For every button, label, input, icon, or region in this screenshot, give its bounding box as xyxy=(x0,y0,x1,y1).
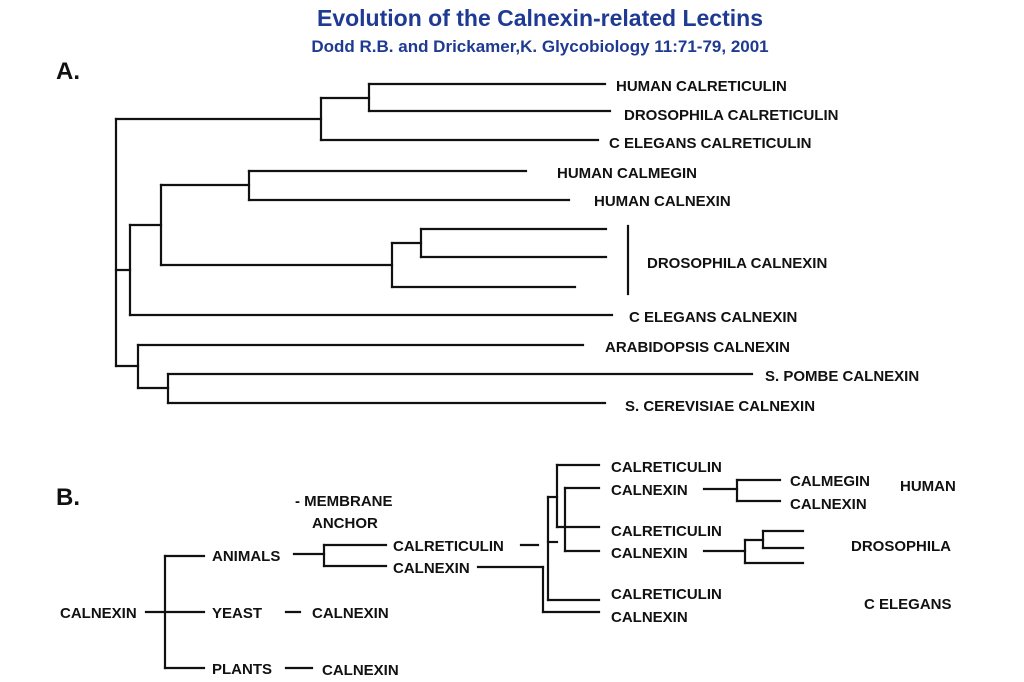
panel-b-tree xyxy=(144,463,805,670)
slide-title: Evolution of the Calnexin-related Lectin… xyxy=(316,5,763,31)
b-yeast-calnexin: CALNEXIN xyxy=(312,605,389,622)
b-plants: PLANTS xyxy=(212,661,272,678)
leaf-drosophila-calreticulin: DROSOPHILA CALRETICULIN xyxy=(624,107,838,124)
title-block: Evolution of the Calnexin-related Lectin… xyxy=(0,4,1024,58)
b-root-calnexin: CALNEXIN xyxy=(60,605,137,622)
b-drosophila-calnexin: CALNEXIN xyxy=(611,545,688,562)
leaf-s-cerevisiae-calnexin: S. CEREVISIAE CALNEXIN xyxy=(625,398,815,415)
b-group-drosophila: DROSOPHILA xyxy=(851,538,951,555)
b-yeast: YEAST xyxy=(212,605,262,622)
b-c-elegans-calnexin: CALNEXIN xyxy=(611,609,688,626)
leaf-drosophila-calnexin: DROSOPHILA CALNEXIN xyxy=(647,255,827,272)
leaf-c-elegans-calnexin: C ELEGANS CALNEXIN xyxy=(629,309,797,326)
panel-a-tree xyxy=(114,82,754,405)
b-plants-calnexin: CALNEXIN xyxy=(322,662,399,679)
leaf-human-calmegin: HUMAN CALMEGIN xyxy=(557,165,697,182)
b-human-calreticulin: CALRETICULIN xyxy=(611,459,722,476)
b-human-calmegin: CALMEGIN xyxy=(790,473,870,490)
b-group-human: HUMAN xyxy=(900,478,956,495)
b-animal-calnexin: CALNEXIN xyxy=(393,560,470,577)
panel-a-label: A. xyxy=(56,58,80,85)
leaf-c-elegans-calreticulin: C ELEGANS CALRETICULIN xyxy=(609,135,812,152)
leaf-s-pombe-calnexin: S. POMBE CALNEXIN xyxy=(765,368,919,385)
panel-b-labels: CALNEXIN ANIMALS YEAST PLANTS CALNEXIN C… xyxy=(60,459,956,679)
leaf-human-calnexin: HUMAN CALNEXIN xyxy=(594,193,731,210)
slide-subtitle: Dodd R.B. and Drickamer,K. Glycobiology … xyxy=(311,37,769,56)
panel-b-label: B. xyxy=(56,484,80,511)
b-anchor-note: ANCHOR xyxy=(312,515,378,532)
leaf-human-calreticulin: HUMAN CALRETICULIN xyxy=(616,78,787,95)
panel-a-labels: HUMAN CALRETICULIN DROSOPHILA CALRETICUL… xyxy=(557,78,919,415)
b-group-c-elegans: C ELEGANS xyxy=(864,596,952,613)
leaf-arabidopsis-calnexin: ARABIDOPSIS CALNEXIN xyxy=(605,339,790,356)
b-c-elegans-calreticulin: CALRETICULIN xyxy=(611,586,722,603)
b-human-calnexin: CALNEXIN xyxy=(611,482,688,499)
b-membrane-note: - MEMBRANE xyxy=(295,493,393,510)
b-human-calnexin-2: CALNEXIN xyxy=(790,496,867,513)
b-animals: ANIMALS xyxy=(212,548,280,565)
b-animal-calreticulin: CALRETICULIN xyxy=(393,538,504,555)
b-drosophila-calreticulin: CALRETICULIN xyxy=(611,523,722,540)
